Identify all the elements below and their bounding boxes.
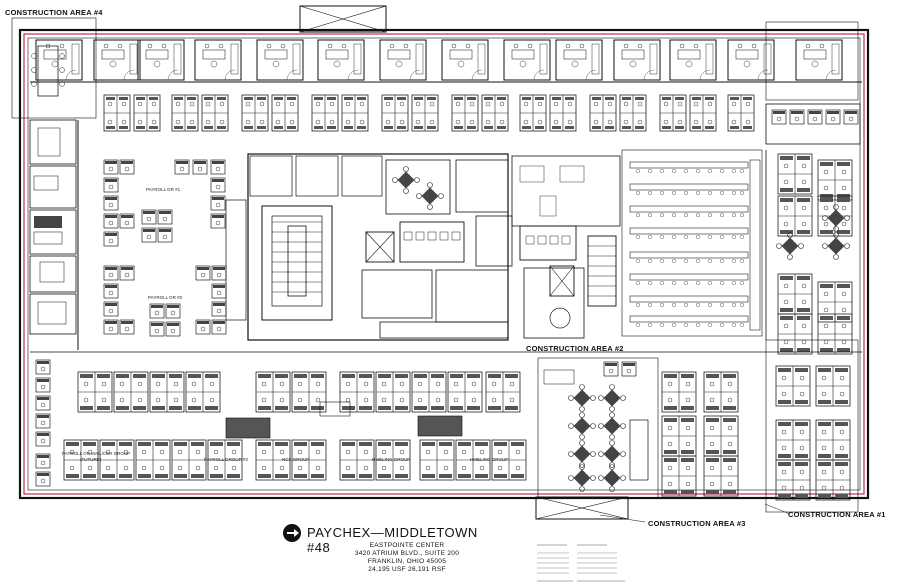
title-line-3: FRANKLIN, OHIO 45005: [367, 558, 447, 565]
room-label-future: (FUTURE): [80, 457, 102, 462]
title-line-4: 24,195 USF 26,191 RSF: [368, 566, 446, 573]
right-offices: [765, 103, 861, 355]
room-label-payroll-2: PAYROLL GR #2: [148, 295, 183, 300]
room-label-payroll-3: PAYROLL GROUP #3: [204, 457, 248, 462]
building-core: [225, 153, 621, 341]
area-legend: [537, 541, 647, 585]
title-line-1: EASTPOINTE CENTER: [369, 542, 445, 549]
lunch-area: [543, 361, 649, 492]
left-rooms: [29, 45, 79, 350]
room-label-ncs-group: NCS GROUP: [282, 457, 310, 462]
workstation-row-top: [103, 94, 755, 132]
room-label-payroll-mail: PAYROLL ON MAIL/CSR GROUP: [62, 451, 131, 456]
title-block: PAYCHEX—MIDDLETOWN #48 EASTPOINTE CENTER…: [283, 524, 483, 584]
legend-lines: [537, 544, 625, 582]
construction-area-1-label: CONSTRUCTION AREA #1: [788, 510, 886, 519]
room-label-hmeling-1: HMELING GROUP: [372, 457, 411, 462]
construction-area-2-label: CONSTRUCTION AREA #2: [526, 344, 624, 353]
paychex-logo-icon: [283, 524, 301, 542]
leader-lines: [599, 503, 791, 523]
plan-title: PAYCHEX—MIDDLETOWN #48: [307, 525, 478, 555]
title-line-2: 3420 ATRIUM BLVD., SUITE 200: [354, 550, 460, 557]
construction-area-4-label: CONSTRUCTION AREA #4: [5, 8, 103, 17]
construction-area-3-label: CONSTRUCTION AREA #3: [648, 519, 746, 528]
lower-right-cubes: [661, 365, 851, 501]
top-offices: [30, 39, 862, 83]
training-room: [629, 159, 761, 331]
workstation-row-bottom: [30, 351, 862, 487]
building-shell: [11, 5, 870, 520]
room-label-hmeling-2: HMELING GROUP: [470, 457, 509, 462]
room-label-payroll-1: PAYROLL GR #1: [146, 187, 181, 192]
